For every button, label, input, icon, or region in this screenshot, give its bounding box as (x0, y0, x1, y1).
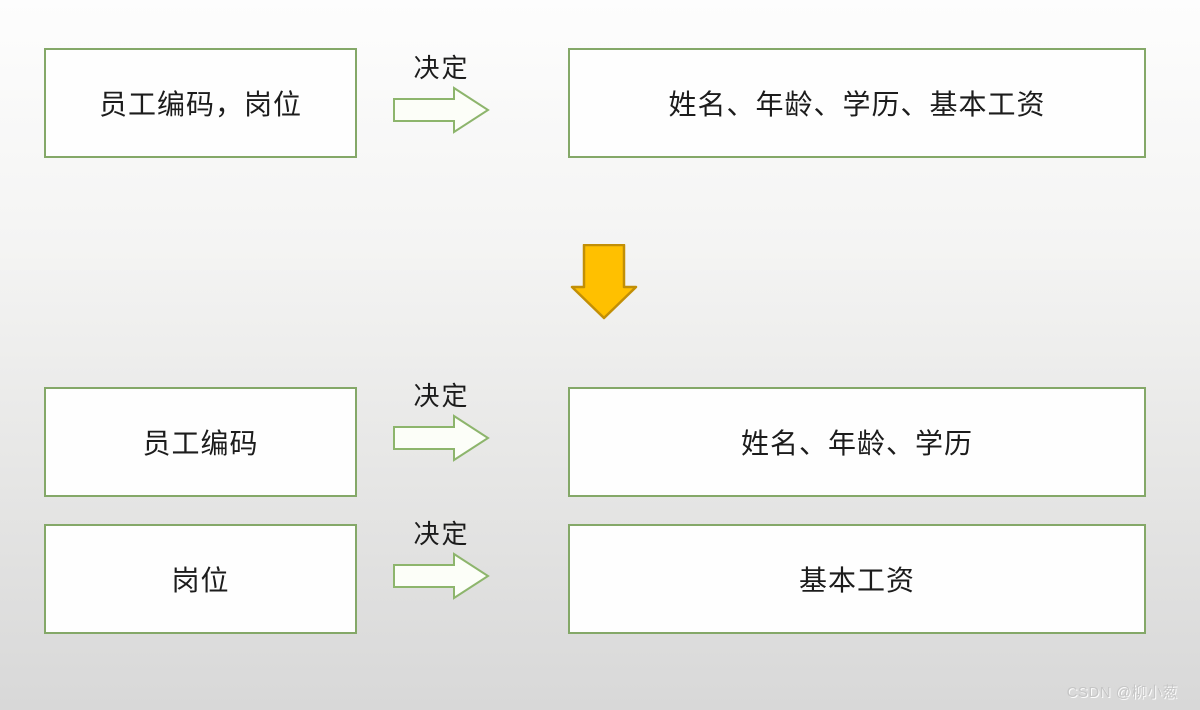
row1-arrow-label: 决定 (413, 54, 470, 84)
row1-determinant-label: 员工编码，岗位 (98, 88, 302, 121)
right-arrow-icon (393, 86, 490, 134)
down-arrow-icon (570, 244, 638, 320)
right-arrow-icon (393, 552, 490, 600)
row1-dependent-box: 姓名、年龄、学历、基本工资 (568, 48, 1146, 158)
row2-determines-arrow-group: 决定 (393, 382, 490, 462)
row2-arrow-label: 决定 (413, 382, 470, 412)
row3-determines-arrow-group: 决定 (393, 520, 490, 600)
row3-dependent-label: 基本工资 (798, 564, 915, 597)
row1-determines-arrow-group: 决定 (393, 54, 490, 134)
row2-determinant-label: 员工编码 (142, 427, 259, 460)
row2-dependent-box: 姓名、年龄、学历 (568, 387, 1146, 497)
row3-arrow-label: 决定 (413, 520, 470, 550)
row3-determinant-box: 岗位 (44, 524, 357, 634)
row3-dependent-box: 基本工资 (568, 524, 1146, 634)
row1-dependent-label: 姓名、年龄、学历、基本工资 (668, 88, 1046, 121)
row2-determinant-box: 员工编码 (44, 387, 357, 497)
csdn-watermark: CSDN @柳小葱 (1066, 684, 1178, 701)
row2-dependent-label: 姓名、年龄、学历 (740, 427, 973, 460)
row1-determinant-box: 员工编码，岗位 (44, 48, 357, 158)
row3-determinant-label: 岗位 (171, 564, 230, 597)
right-arrow-icon (393, 414, 490, 462)
